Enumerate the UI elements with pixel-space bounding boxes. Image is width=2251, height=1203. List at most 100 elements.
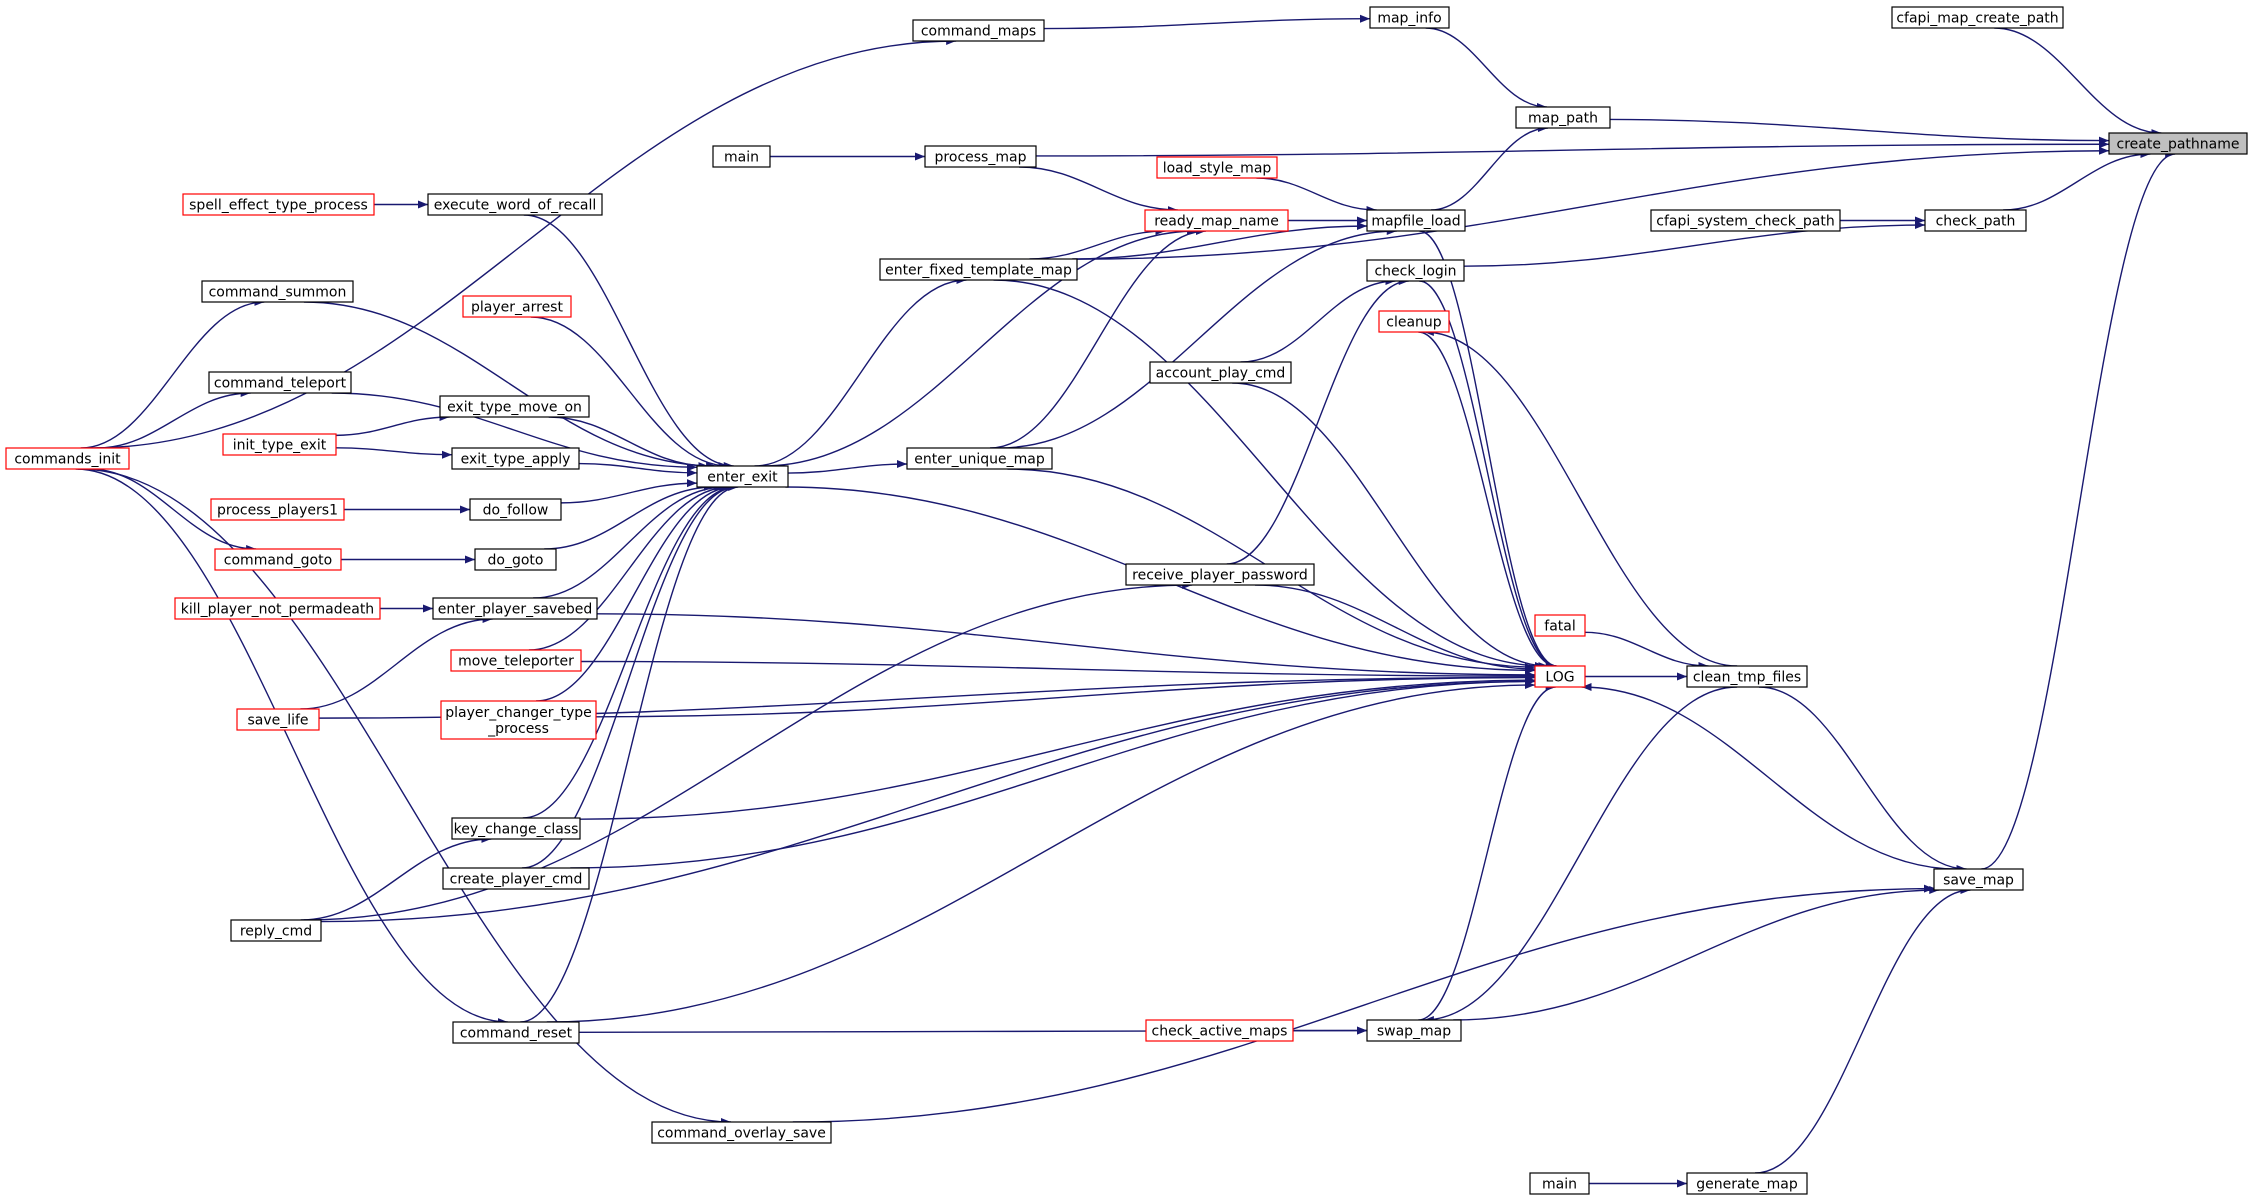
node-key-change-class[interactable]: key_change_class xyxy=(451,817,581,840)
node-exit-type-move-on[interactable]: exit_type_move_on xyxy=(439,395,590,418)
node-box-mapfile-load xyxy=(1366,209,1466,232)
node-command-overlay-save[interactable]: command_overlay_save xyxy=(651,1121,832,1144)
node-do-goto[interactable]: do_goto xyxy=(474,548,557,571)
node-create-pathname[interactable]: create_pathname xyxy=(2108,132,2248,155)
edge-reply-cmd-to-key-change-class xyxy=(300,835,492,921)
edge-account-play-cmd-to-log xyxy=(1232,382,1549,670)
node-player-arrest[interactable]: player_arrest xyxy=(462,295,572,318)
edge-enter-unique-map-to-ready-map-name xyxy=(989,227,1207,449)
edge-command-overlay-save-to-save-map xyxy=(792,884,1935,1123)
node-init-type-exit[interactable]: init_type_exit xyxy=(222,433,337,456)
edge-commands-init-to-command-teleport xyxy=(96,389,251,449)
node-box-exit-type-move-on xyxy=(439,395,590,418)
edge-exit-type-apply-to-enter-exit xyxy=(578,462,698,477)
node-move-teleporter[interactable]: move_teleporter xyxy=(450,649,582,672)
node-ready-map-name[interactable]: ready_map_name xyxy=(1144,209,1289,232)
node-box-save-map xyxy=(1933,868,2024,891)
node-label-enter-exit: enter_exit xyxy=(707,470,778,486)
edge-map-info-to-map-path xyxy=(1425,27,1547,111)
node-cfapi-map-create-path[interactable]: cfapi_map_create_path xyxy=(1891,6,2064,29)
edge-move-teleporter-to-log xyxy=(580,660,1536,681)
node-generate-map[interactable]: generate_map xyxy=(1686,1172,1808,1195)
node-map-info[interactable]: map_info xyxy=(1369,6,1450,29)
node-receive-player-password[interactable]: receive_player_password xyxy=(1125,563,1315,586)
node-label-map-info: map_info xyxy=(1377,11,1441,27)
node-save-life[interactable]: save_life xyxy=(236,708,320,731)
node-do-follow[interactable]: do_follow xyxy=(469,498,562,521)
edge-commands-init-to-command-summon xyxy=(80,298,265,449)
edge-save-map-to-log xyxy=(1581,683,1957,870)
edges-layer xyxy=(75,14,2176,1188)
node-box-enter-exit xyxy=(696,465,789,488)
edge-enter-exit-to-ready-map-name xyxy=(761,227,1198,467)
edge-key-change-class-to-log xyxy=(579,676,1536,820)
node-label-ready-map-name: ready_map_name xyxy=(1154,214,1279,230)
edge-create-player-cmd-to-log xyxy=(570,677,1536,869)
node-command-summon[interactable]: command_summon xyxy=(201,280,354,303)
node-box-main1 xyxy=(712,145,771,168)
node-cleanup[interactable]: cleanup xyxy=(1378,310,1450,333)
node-label-cleanup: cleanup xyxy=(1386,315,1442,331)
node-box-key-change-class xyxy=(451,817,581,840)
edge-clean-tmp-files-to-swap-map xyxy=(1423,686,1738,1024)
node-spell-effect-type-process[interactable]: spell_effect_type_process xyxy=(182,193,375,216)
node-check-login[interactable]: check_login xyxy=(1366,259,1465,282)
node-box-kill-player-not-permadeath xyxy=(174,597,381,620)
node-label-execute-word-of-recall: execute_word_of_recall xyxy=(434,198,597,214)
edge-key-change-class-to-enter-exit xyxy=(522,483,736,819)
node-kill-player-not-permadeath[interactable]: kill_player_not_permadeath xyxy=(174,597,381,620)
edge-reply-cmd-to-log xyxy=(320,677,1536,923)
node-box-enter-fixed-template-map xyxy=(879,258,1078,281)
node-save-map[interactable]: save_map xyxy=(1933,868,2024,891)
edge-init-type-exit-to-exit-type-apply xyxy=(335,447,453,459)
node-exit-type-apply[interactable]: exit_type_apply xyxy=(451,447,580,470)
node-label-process-map: process_map xyxy=(935,150,1027,166)
node-process-players1[interactable]: process_players1 xyxy=(210,498,345,521)
node-box-command-summon xyxy=(201,280,354,303)
node-execute-word-of-recall[interactable]: execute_word_of_recall xyxy=(427,193,603,216)
node-player-changer-type-process[interactable]: player_changer_type_process xyxy=(440,700,597,740)
node-map-path[interactable]: map_path xyxy=(1515,106,1611,129)
node-box-cleanup xyxy=(1378,310,1450,333)
node-label-swap-map: swap_map xyxy=(1377,1024,1451,1040)
node-check-active-maps[interactable]: check_active_maps xyxy=(1145,1019,1294,1042)
node-create-player-cmd[interactable]: create_player_cmd xyxy=(442,867,590,890)
node-command-teleport[interactable]: command_teleport xyxy=(208,371,352,394)
node-label-commands-init: commands_init xyxy=(14,452,121,468)
node-box-log xyxy=(1534,665,1586,688)
node-label-player-changer-type-process-line-1: player_changer_type xyxy=(445,705,592,721)
edge-fatal-to-clean-tmp-files xyxy=(1584,631,1709,670)
node-main1[interactable]: main xyxy=(712,145,771,168)
node-box-player-changer-type-process xyxy=(440,700,597,740)
node-check-path[interactable]: check_path xyxy=(1924,209,2027,232)
node-command-goto[interactable]: command_goto xyxy=(214,548,342,571)
node-command-maps[interactable]: command_maps xyxy=(912,19,1045,42)
edge-exit-type-move-on-to-enter-exit xyxy=(548,416,709,470)
node-enter-player-savebed[interactable]: enter_player_savebed xyxy=(432,597,598,620)
edge-cfapi-map-create-path-to-create-pathname xyxy=(1994,27,2162,137)
node-cfapi-system-check-path[interactable]: cfapi_system_check_path xyxy=(1650,209,1841,232)
node-clean-tmp-files[interactable]: clean_tmp_files xyxy=(1686,665,1808,688)
node-main2[interactable]: main xyxy=(1529,1172,1590,1195)
node-enter-exit[interactable]: enter_exit xyxy=(696,465,789,488)
node-enter-fixed-template-map[interactable]: enter_fixed_template_map xyxy=(879,258,1078,281)
node-fatal[interactable]: fatal xyxy=(1534,614,1586,637)
node-mapfile-load[interactable]: mapfile_load xyxy=(1366,209,1466,232)
node-process-map[interactable]: process_map xyxy=(924,145,1037,168)
node-commands-init[interactable]: commands_init xyxy=(5,447,130,470)
node-label-create-pathname: create_pathname xyxy=(2117,137,2240,153)
node-label-create-player-cmd: create_player_cmd xyxy=(450,872,583,888)
node-swap-map[interactable]: swap_map xyxy=(1366,1019,1462,1042)
node-command-reset[interactable]: command_reset xyxy=(452,1021,580,1044)
node-label-receive-player-password: receive_player_password xyxy=(1132,568,1308,584)
edge-mapfile-load-to-map-path xyxy=(1430,124,1549,211)
node-label-account-play-cmd: account_play_cmd xyxy=(1156,366,1286,382)
edge-enter-fixed-template-map-to-mapfile-load xyxy=(1072,221,1368,260)
node-load-style-map[interactable]: load_style_map xyxy=(1156,156,1278,179)
node-enter-unique-map[interactable]: enter_unique_map xyxy=(906,447,1053,470)
node-account-play-cmd[interactable]: account_play_cmd xyxy=(1149,361,1292,384)
node-reply-cmd[interactable]: reply_cmd xyxy=(230,919,322,942)
node-log[interactable]: LOG xyxy=(1534,665,1586,688)
node-label-move-teleporter: move_teleporter xyxy=(458,654,574,670)
node-box-init-type-exit xyxy=(222,433,337,456)
